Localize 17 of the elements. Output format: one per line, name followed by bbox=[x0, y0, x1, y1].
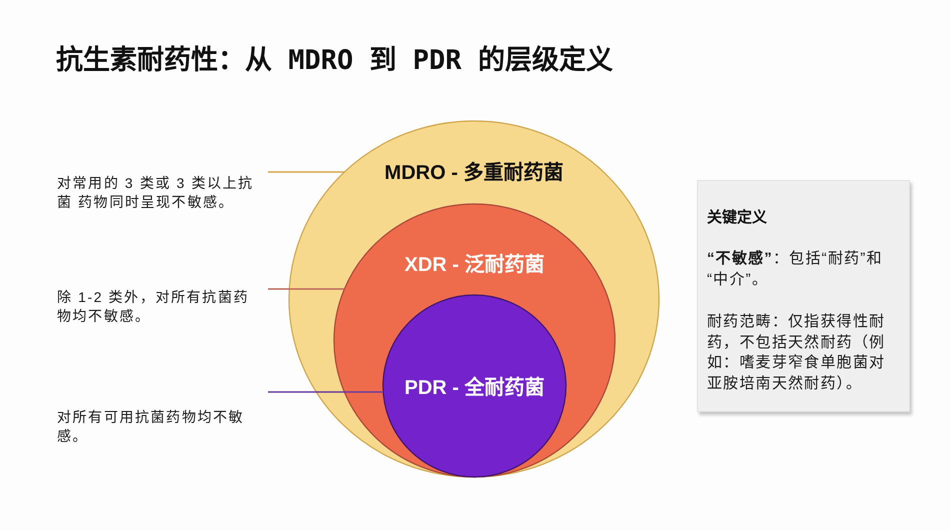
circle-label: XDR - 泛耐药菌 bbox=[404, 253, 544, 277]
definition-text: 耐药范畴：仅指获得性耐药，不包括天然耐药（例如：嗜麦芽窄食单胞菌对亚胺培南天然耐药）。 bbox=[707, 312, 886, 394]
definition-text: 除 1-2 类外，对所有抗菌药物均不敏感。 bbox=[57, 288, 250, 326]
definition-text: 对常用的 3 类或 3 类以上抗菌 药物同时呈现不敏感。 bbox=[57, 174, 255, 212]
nested-circle bbox=[288, 120, 660, 478]
definition-text: 对所有可用抗菌药物均不敏感。 bbox=[57, 408, 246, 446]
nested-circle bbox=[382, 294, 567, 478]
circle-label: MDRO - 多重耐药菌 bbox=[384, 161, 564, 185]
definition-text: “不敏感”：包括“耐药”和“中介”。 bbox=[707, 249, 884, 290]
leader-line bbox=[268, 391, 384, 393]
definition-card bbox=[697, 180, 910, 412]
leader-line bbox=[268, 171, 344, 173]
nested-circle bbox=[333, 203, 616, 478]
circle-label: PDR - 全耐药菌 bbox=[404, 376, 544, 400]
card-heading: 关键定义 bbox=[707, 209, 767, 227]
diagram-title: 抗生素耐药性：从 MDRO 到 PDR 的层级定义 bbox=[56, 44, 613, 78]
leader-line bbox=[268, 288, 344, 290]
